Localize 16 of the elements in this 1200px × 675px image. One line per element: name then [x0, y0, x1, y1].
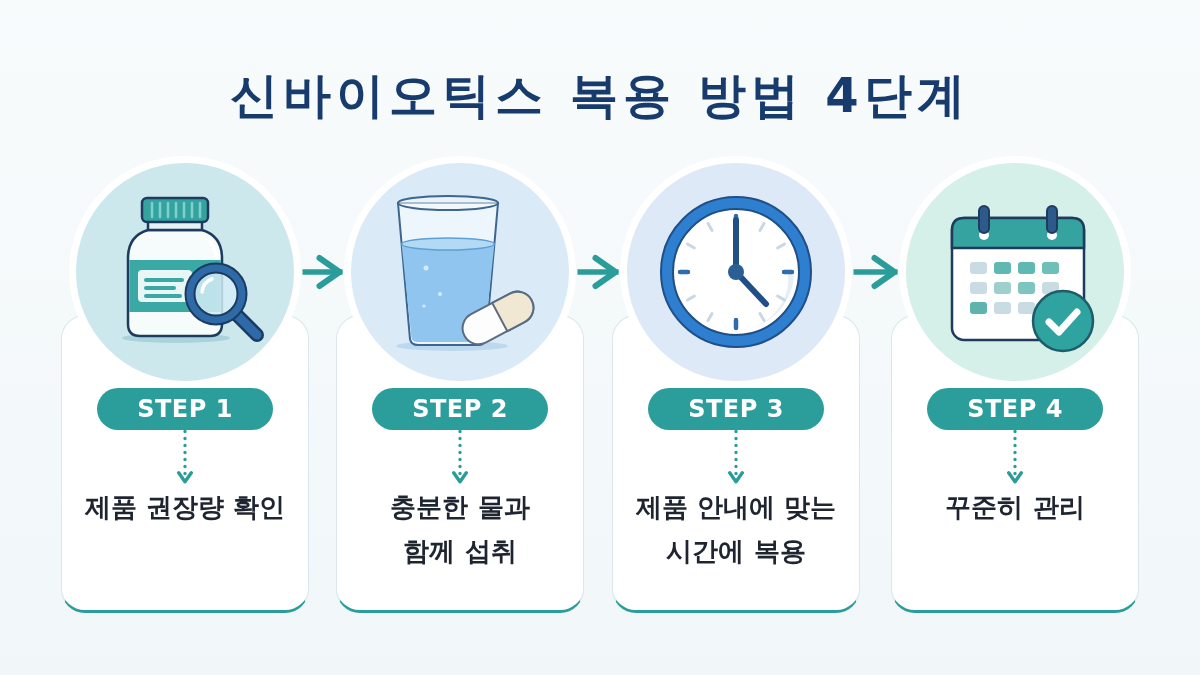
dotted-arrow [177, 429, 193, 486]
step-text: 제품 권장량 확인 [84, 485, 286, 529]
dotted-arrow [452, 429, 468, 486]
title: 신바이오틱스 복용 방법 4단계 [230, 66, 970, 125]
step-badge: STEP 3 [648, 388, 824, 430]
step-text: 충분한 물과 함께 섭취 [375, 485, 545, 573]
arrow [302, 255, 343, 289]
arrow [853, 255, 898, 289]
dotted-arrow [1007, 429, 1023, 486]
arrow [577, 255, 619, 289]
step-badge: STEP 4 [927, 388, 1103, 430]
step-badge: STEP 2 [372, 388, 548, 430]
dotted-arrow [728, 429, 744, 486]
step-text: 꾸준히 관리 [945, 485, 1085, 529]
step-badge: STEP 1 [97, 388, 273, 430]
step-text: 제품 안내에 맞는 시간에 복용 [623, 485, 849, 573]
